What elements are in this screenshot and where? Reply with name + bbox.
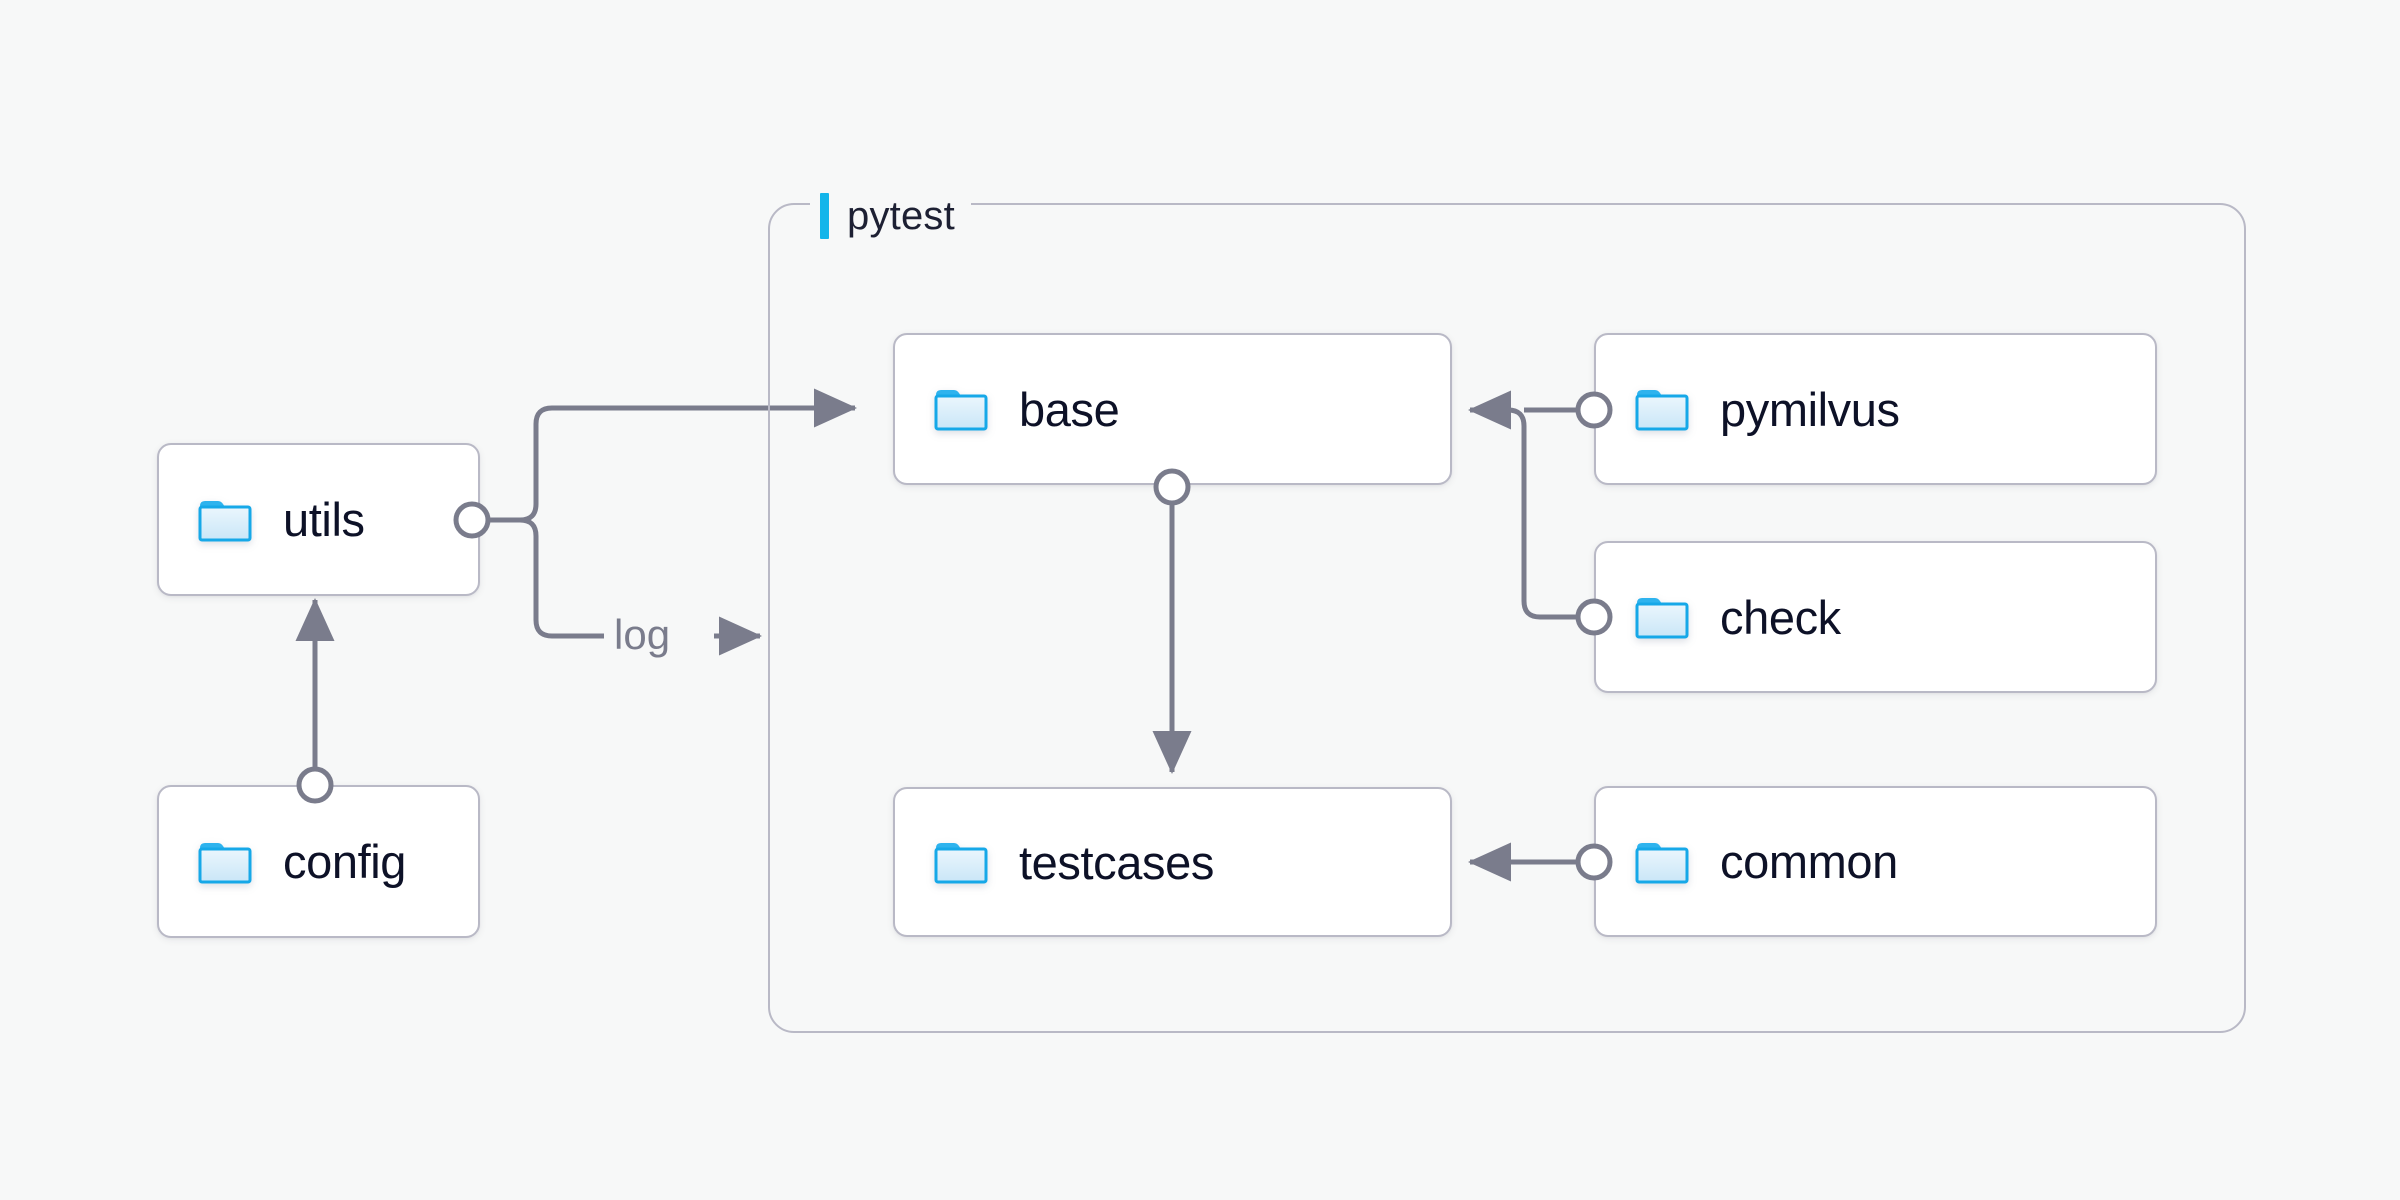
folder-icon bbox=[198, 500, 252, 541]
folder-icon bbox=[198, 842, 252, 883]
folder-icon bbox=[934, 390, 988, 431]
node-common[interactable]: common bbox=[1594, 786, 2157, 937]
node-label: common bbox=[1720, 835, 1898, 888]
node-check[interactable]: check bbox=[1594, 541, 2157, 693]
node-label: utils bbox=[283, 493, 365, 546]
edge-utils-log bbox=[487, 517, 604, 639]
node-label: pymilvus bbox=[1720, 382, 1900, 436]
folder-icon bbox=[1635, 390, 1689, 431]
node-base[interactable]: base bbox=[893, 333, 1452, 485]
group-label-text: pytest bbox=[847, 193, 955, 238]
node-pymilvus[interactable]: pymilvus bbox=[1594, 333, 2157, 485]
group-pytest-container bbox=[768, 203, 2246, 1033]
node-label: testcases bbox=[1019, 835, 1214, 889]
node-config[interactable]: config bbox=[157, 785, 480, 938]
folder-icon bbox=[1635, 598, 1689, 639]
group-pytest-label: pytest bbox=[810, 188, 971, 244]
node-label: config bbox=[283, 835, 407, 888]
node-testcases[interactable]: testcases bbox=[893, 787, 1452, 937]
node-utils[interactable]: utils bbox=[157, 443, 480, 596]
folder-icon bbox=[1635, 842, 1689, 883]
group-accent-bar-icon bbox=[820, 193, 829, 239]
folder-icon bbox=[934, 843, 988, 884]
node-label: check bbox=[1720, 590, 1841, 644]
node-label: base bbox=[1019, 382, 1120, 436]
edge-label-log: log bbox=[604, 614, 681, 656]
